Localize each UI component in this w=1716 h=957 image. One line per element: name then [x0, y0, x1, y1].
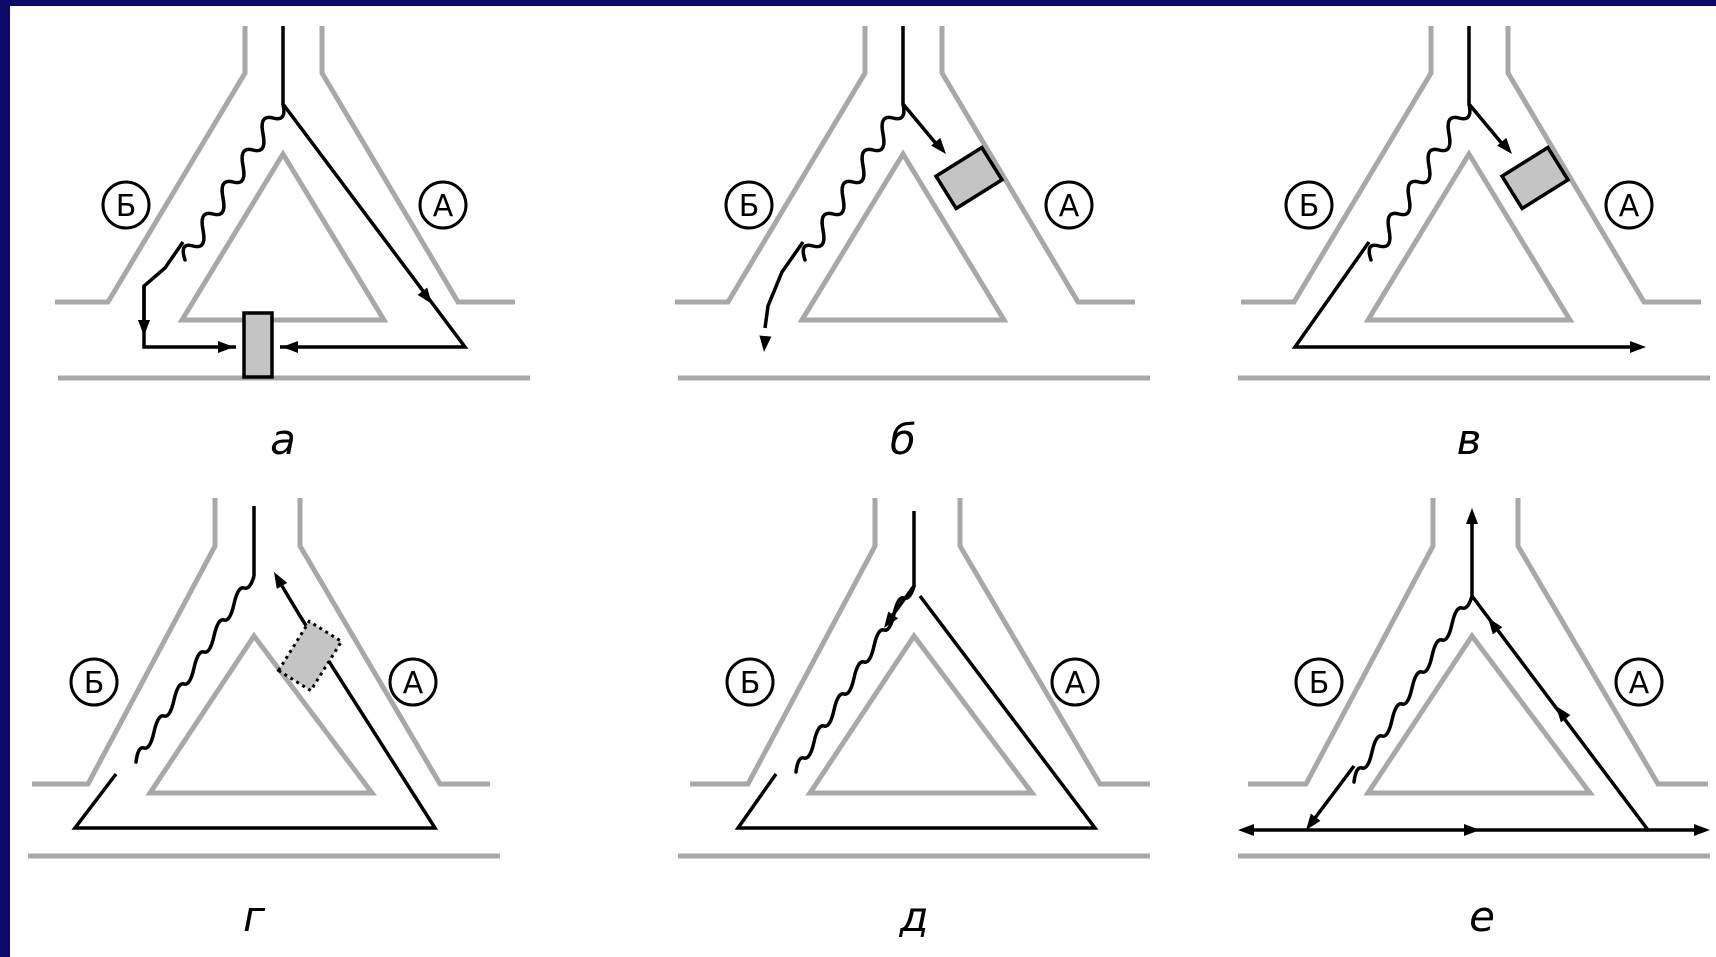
route-lines	[1291, 26, 1646, 353]
svg-text:Б: Б	[739, 189, 760, 224]
panel-d: Б А г	[28, 498, 500, 941]
panel-a: Б А а	[55, 26, 530, 464]
panel-f: Б А е	[1238, 498, 1710, 941]
panel-letter: в	[1457, 415, 1482, 464]
arrowhead	[138, 320, 150, 336]
svg-text:Б: Б	[1299, 189, 1320, 224]
label-circle-b: Б	[69, 657, 119, 707]
obstacle-box	[242, 311, 274, 379]
arrowhead	[1630, 341, 1646, 353]
svg-text:А: А	[1059, 189, 1080, 224]
obstacle-box-ghost	[276, 619, 344, 693]
track-lines	[55, 26, 530, 381]
track-lines	[1238, 26, 1710, 381]
figure-frame: Б А а Б А б	[10, 6, 1716, 957]
label-circle-b: Б	[725, 657, 775, 707]
arrowhead	[1238, 824, 1254, 836]
panel-letter: б	[890, 415, 916, 464]
label-circle-b: Б	[1294, 657, 1344, 707]
label-circle-b: Б	[101, 180, 151, 230]
track-lines	[28, 498, 500, 859]
panel-letter: д	[898, 892, 928, 941]
label-circle-b: Б	[724, 180, 774, 230]
route-lines	[1238, 508, 1710, 836]
panel-e: Б А д	[678, 498, 1150, 941]
svg-text:Б: Б	[84, 666, 105, 701]
obstacle-box	[1499, 145, 1571, 211]
diagram-figure: Б А а Б А б	[28, 26, 1710, 941]
panel-letter: г	[243, 892, 266, 941]
panel-b: Б А б	[675, 26, 1150, 464]
label-circle-a: А	[1044, 180, 1094, 230]
panel-letter: е	[1469, 892, 1495, 941]
arrowhead	[218, 341, 234, 353]
route-lines	[71, 506, 439, 830]
svg-text:Б: Б	[740, 666, 761, 701]
label-circle-a: А	[418, 180, 468, 230]
label-circle-b: Б	[1284, 180, 1334, 230]
obstacle-box	[933, 145, 1005, 211]
arrowhead	[282, 341, 298, 353]
label-circle-a: А	[1614, 657, 1664, 707]
route-lines	[138, 26, 469, 353]
arrowhead	[1694, 824, 1710, 836]
label-circle-a: А	[1604, 180, 1654, 230]
arrowhead	[268, 569, 288, 589]
svg-text:А: А	[433, 189, 454, 224]
route-lines	[758, 26, 951, 353]
svg-text:А: А	[1619, 189, 1640, 224]
panel-letter: а	[270, 415, 296, 464]
svg-text:Б: Б	[116, 189, 137, 224]
svg-text:Б: Б	[1309, 666, 1330, 701]
track-lines	[1238, 498, 1710, 859]
label-circle-a: А	[388, 657, 438, 707]
arrowhead	[1466, 508, 1478, 524]
label-circle-a: А	[1050, 657, 1100, 707]
svg-text:А: А	[1065, 666, 1086, 701]
track-lines	[678, 498, 1150, 859]
track-lines	[675, 26, 1150, 381]
route-lines	[734, 511, 1099, 830]
arrowhead	[1464, 824, 1480, 836]
panel-c: Б А в	[1238, 26, 1710, 464]
arrowhead	[758, 335, 772, 353]
svg-text:А: А	[1629, 666, 1650, 701]
svg-text:А: А	[403, 666, 424, 701]
